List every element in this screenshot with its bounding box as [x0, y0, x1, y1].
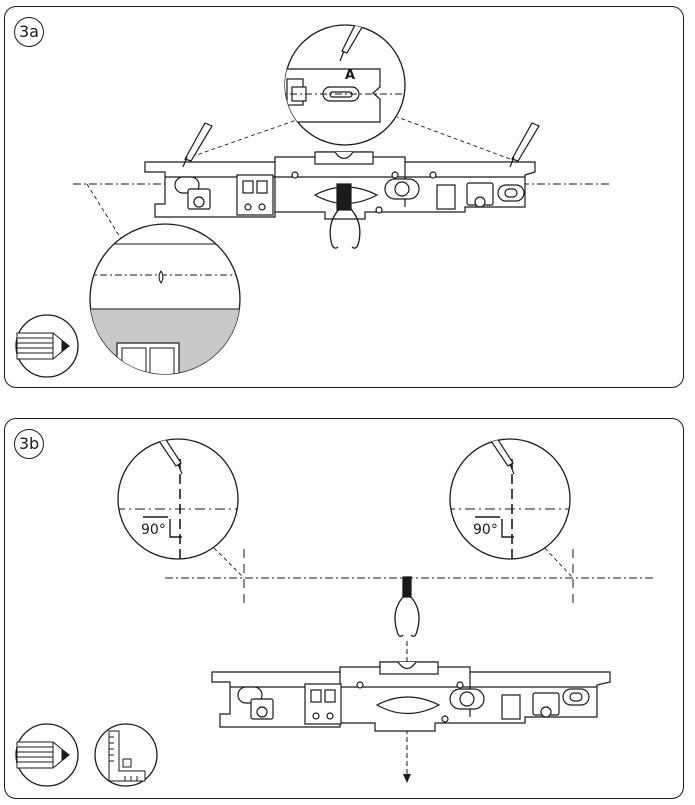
step-3a-panel: 3a — [4, 6, 684, 388]
pencil-icon — [15, 314, 79, 378]
pencil-icon — [15, 723, 79, 787]
detail-circle-bottom — [89, 223, 241, 375]
cable-pliers — [394, 576, 420, 637]
step-number-3a: 3a — [14, 17, 44, 47]
detail-circle-right: 90° — [449, 438, 571, 560]
pencil-marking-right — [509, 122, 540, 168]
pencil-marking-left — [182, 122, 213, 168]
door-closer-mechanism — [211, 661, 611, 732]
down-arrow-icon — [403, 774, 411, 783]
leader-line-left — [184, 116, 306, 160]
leader-line-right — [396, 116, 511, 160]
step-3b-illustration: 90° 90° — [15, 438, 655, 787]
cable-pliers — [329, 206, 361, 249]
door-closer-mechanism — [144, 151, 536, 220]
step-3a-illustration: A — [15, 24, 610, 378]
step-3b-panel: 3b 90° — [4, 418, 684, 799]
detail-circle-left: 90° — [117, 438, 239, 560]
detail-circle-top: A — [284, 24, 406, 146]
step-number-3b: 3b — [14, 429, 44, 459]
detail-mark-a: A — [345, 68, 355, 83]
angle-label-left: 90° — [141, 522, 166, 538]
angle-label-right: 90° — [473, 522, 498, 538]
leader-line-bottom — [86, 183, 124, 243]
square-ruler-icon — [94, 723, 158, 787]
